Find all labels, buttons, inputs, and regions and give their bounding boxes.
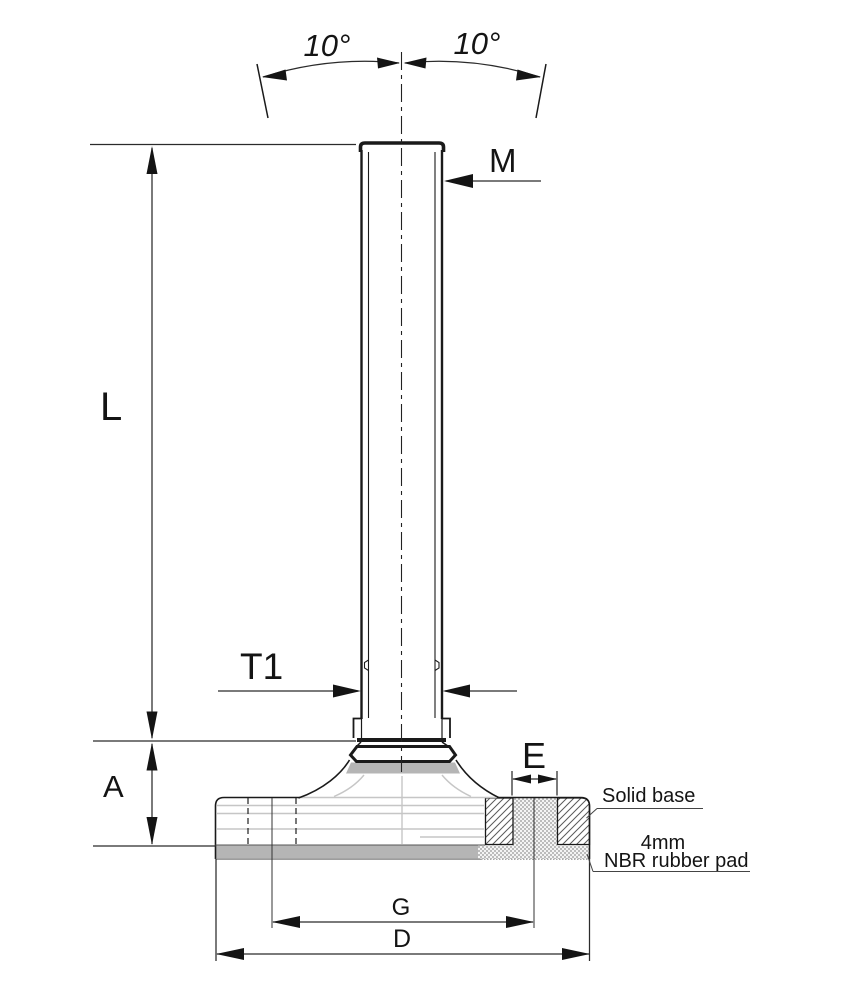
thread-length-dimension-T1: T1 bbox=[218, 646, 517, 698]
g-arrow-right bbox=[506, 916, 534, 928]
d-arrow-left bbox=[216, 948, 244, 960]
t1-arrow-left bbox=[333, 684, 361, 698]
hole-spacing-dimension-G: G bbox=[272, 894, 534, 928]
section-hatch-left bbox=[484, 797, 514, 846]
g-label: G bbox=[392, 894, 411, 921]
thread-relief-right bbox=[434, 659, 440, 671]
pad-note-leader bbox=[586, 853, 594, 872]
tilt-angle-dimension: 10° 10° bbox=[256, 26, 547, 119]
l-arrow-top bbox=[146, 146, 158, 174]
g-arrow-left bbox=[272, 916, 300, 928]
bell-gray-band bbox=[346, 762, 460, 774]
angle-label-left: 10° bbox=[304, 28, 351, 63]
m-arrow bbox=[444, 174, 473, 188]
d-label: D bbox=[393, 925, 411, 953]
bell-right-curve bbox=[455, 759, 500, 799]
dust-cover-bell bbox=[298, 759, 500, 799]
thread-size-leader: M bbox=[444, 142, 541, 188]
a-arrow-top bbox=[146, 742, 158, 771]
l-label: L bbox=[100, 385, 122, 429]
base-body bbox=[214, 776, 591, 928]
t1-arrow-right bbox=[442, 684, 470, 698]
mounting-hole-section bbox=[513, 798, 557, 859]
e-arrow-right bbox=[538, 774, 557, 784]
e-label: E bbox=[522, 735, 546, 776]
ball-joint bbox=[348, 738, 458, 763]
l-arrow-bottom bbox=[146, 711, 158, 740]
collar-step-left bbox=[352, 717, 362, 738]
pad-material-text: NBR rubber pad bbox=[604, 850, 749, 872]
thread-relief-left bbox=[363, 659, 369, 671]
angle-arrow-right-outer bbox=[516, 69, 541, 81]
d-arrow-right bbox=[562, 948, 590, 960]
base-right-edge bbox=[497, 796, 591, 859]
base-height-dimension-A: A bbox=[93, 740, 356, 847]
a-arrow-bottom bbox=[146, 817, 158, 845]
t1-label: T1 bbox=[240, 646, 283, 687]
rubber-pad-note: 4mm NBR rubber pad bbox=[586, 832, 750, 872]
angle-arrow-left-inner bbox=[377, 57, 400, 69]
e-arrow-left bbox=[512, 774, 531, 784]
bell-left-inner-curve bbox=[333, 774, 365, 798]
pad-thickness-text: 4mm bbox=[641, 832, 685, 854]
hole-dimension-E: E bbox=[511, 735, 558, 796]
angle-tick-right bbox=[535, 63, 547, 119]
angle-arrow-right-inner bbox=[403, 57, 427, 69]
base-diameter-dimension-D: D bbox=[215, 859, 591, 961]
angle-tick-left bbox=[256, 63, 269, 119]
collar-step-right bbox=[442, 717, 451, 738]
bell-left-curve bbox=[298, 759, 351, 799]
angle-label-right: 10° bbox=[454, 26, 501, 61]
washer-outline bbox=[348, 745, 458, 763]
solid-base-text: Solid base bbox=[602, 785, 695, 807]
bell-right-inner-curve bbox=[441, 774, 472, 798]
rubber-pad-solid bbox=[215, 845, 481, 859]
length-dimension-L: L bbox=[90, 143, 356, 740]
section-hatch-right bbox=[556, 797, 591, 846]
solid-base-note: Solid base bbox=[586, 785, 703, 819]
base-left-edge bbox=[214, 796, 300, 859]
solid-base-leader bbox=[586, 808, 598, 819]
angle-arrow-left-outer bbox=[262, 69, 287, 81]
threaded-stem bbox=[352, 141, 451, 738]
m-label: M bbox=[489, 142, 517, 179]
a-label: A bbox=[103, 769, 124, 804]
